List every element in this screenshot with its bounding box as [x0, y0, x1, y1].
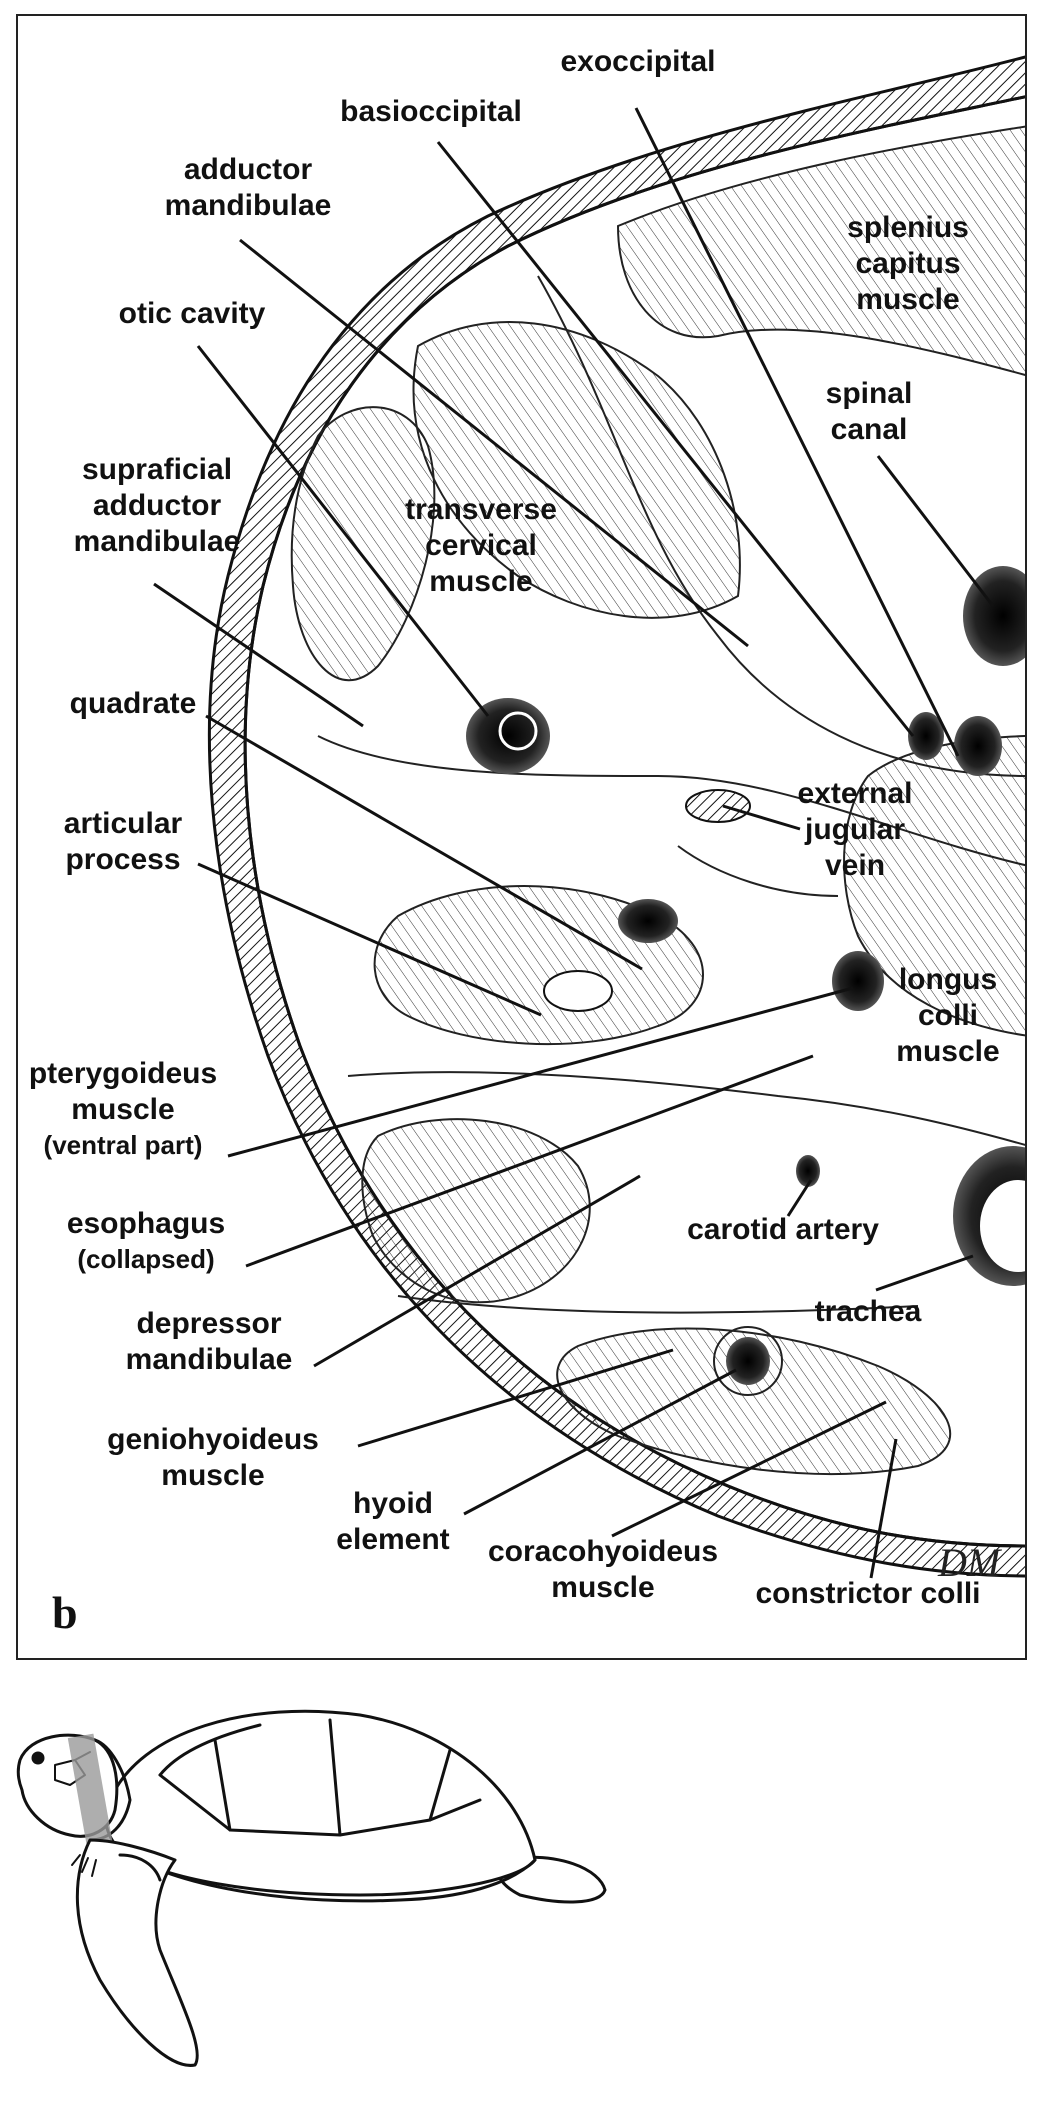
label-esophagus: esophagus	[66, 1207, 226, 1240]
leader-quadrate	[205, 714, 643, 971]
artist-signature: DM	[937, 1540, 1003, 1585]
quadrate-shape	[618, 899, 678, 943]
turtle-locator-illustration	[16, 1709, 607, 2067]
flipper-claws	[71, 1854, 97, 1877]
leader-supraficial	[153, 582, 364, 728]
panel-letter: b	[52, 1587, 78, 1638]
hyoid-shape	[726, 1337, 770, 1385]
label-depressor-mandibulae: depressor mandibulae	[125, 1307, 293, 1376]
label-otic-cavity: otic cavity	[118, 297, 266, 330]
leader-coracohyoideus	[611, 1400, 887, 1538]
contour-line	[317, 735, 1025, 867]
leader-constrictor	[869, 1438, 898, 1579]
label-geniohyoideus: geniohyoideus muscle	[107, 1423, 319, 1492]
leader-hyoid	[463, 1368, 737, 1516]
label-quadrate: quadrate	[69, 687, 197, 720]
leader-pterygoideus	[227, 986, 854, 1158]
contour-line	[347, 1071, 1025, 1146]
exoccipital-shape	[954, 716, 1002, 776]
label-exoccipital: exoccipital	[560, 45, 716, 78]
leader-esophagus	[245, 1054, 814, 1268]
cross-section-illustration: DM	[153, 55, 1025, 1585]
front-flipper-far	[118, 1853, 162, 1882]
leader-lines	[153, 107, 995, 1579]
contour-line	[677, 845, 839, 897]
label-transverse-cervical: transverse cervical muscle	[405, 493, 557, 598]
contour-line	[537, 275, 1025, 777]
leader-adductor	[239, 238, 749, 648]
body-outline	[243, 95, 1025, 1548]
label-adductor-mandibulae: adductor mandibulae	[164, 153, 332, 222]
label-constrictor-colli: constrictor colli	[755, 1577, 981, 1610]
leader-jugular	[722, 804, 801, 831]
basioccipital-shape	[908, 712, 944, 760]
label-external-jugular-vein: external jugular vein	[797, 777, 913, 882]
carotid-artery-shape	[796, 1155, 820, 1187]
label-basioccipital: basioccipital	[340, 95, 522, 128]
figure-frame: DM exoccipital basioccipital adductor ma…	[16, 14, 1027, 1660]
label-carotid-artery: carotid artery	[687, 1213, 879, 1246]
spinal-canal-shape	[963, 566, 1025, 666]
splenius-region	[616, 125, 1025, 376]
otic-cavity-ring	[498, 711, 538, 751]
leader-articular	[197, 862, 542, 1017]
label-pterygoideus-sub: (ventral part)	[43, 1130, 203, 1160]
leader-geniohyoideus	[357, 1348, 674, 1448]
label-trachea: trachea	[814, 1295, 922, 1328]
label-splenius-capitus: splenius capitus muscle	[847, 211, 969, 316]
label-coracohyoideus: coracohyoideus muscle	[487, 1535, 719, 1604]
shell-scute	[158, 1723, 262, 1777]
leader-carotid	[786, 1179, 813, 1217]
label-supraficial-adductor: supraficial adductor mandibulae	[73, 453, 241, 558]
leader-otic	[196, 345, 490, 717]
label-longus-colli: longus colli muscle	[896, 963, 1000, 1068]
adductor-region	[290, 406, 436, 682]
coracohyoideus-region	[556, 1327, 951, 1476]
section-plane-band	[67, 1733, 115, 1857]
leader-exoccipital	[634, 107, 960, 757]
leader-spinal	[876, 455, 995, 607]
label-articular-process: articular process	[63, 807, 183, 876]
label-pterygoideus: pterygoideus muscle	[28, 1057, 218, 1126]
shell-scute	[213, 1738, 232, 1832]
contour-line	[397, 1295, 919, 1314]
leader-depressor	[313, 1174, 641, 1368]
shell-plastron	[118, 1848, 537, 1903]
trachea-lumen	[980, 1180, 1025, 1272]
hyoid-ring	[713, 1326, 783, 1396]
turtle-eye	[31, 1751, 45, 1765]
shell-scute	[328, 1718, 342, 1837]
front-flipper	[75, 1838, 199, 2067]
articular-shape	[543, 970, 613, 1012]
jugular-vein-shape	[685, 789, 751, 823]
transverse-cervical-region	[412, 321, 741, 619]
leader-trachea	[875, 1254, 974, 1292]
label-spinal-canal: spinal canal	[825, 377, 913, 446]
otic-cavity-shape	[466, 698, 550, 774]
label-esophagus-sub: (collapsed)	[77, 1244, 215, 1274]
shell-scute	[428, 1748, 452, 1822]
leader-basioccipital	[436, 141, 915, 737]
pterygoideus-dark-spot	[832, 951, 884, 1011]
label-hyoid-element: hyoid element	[336, 1487, 450, 1556]
